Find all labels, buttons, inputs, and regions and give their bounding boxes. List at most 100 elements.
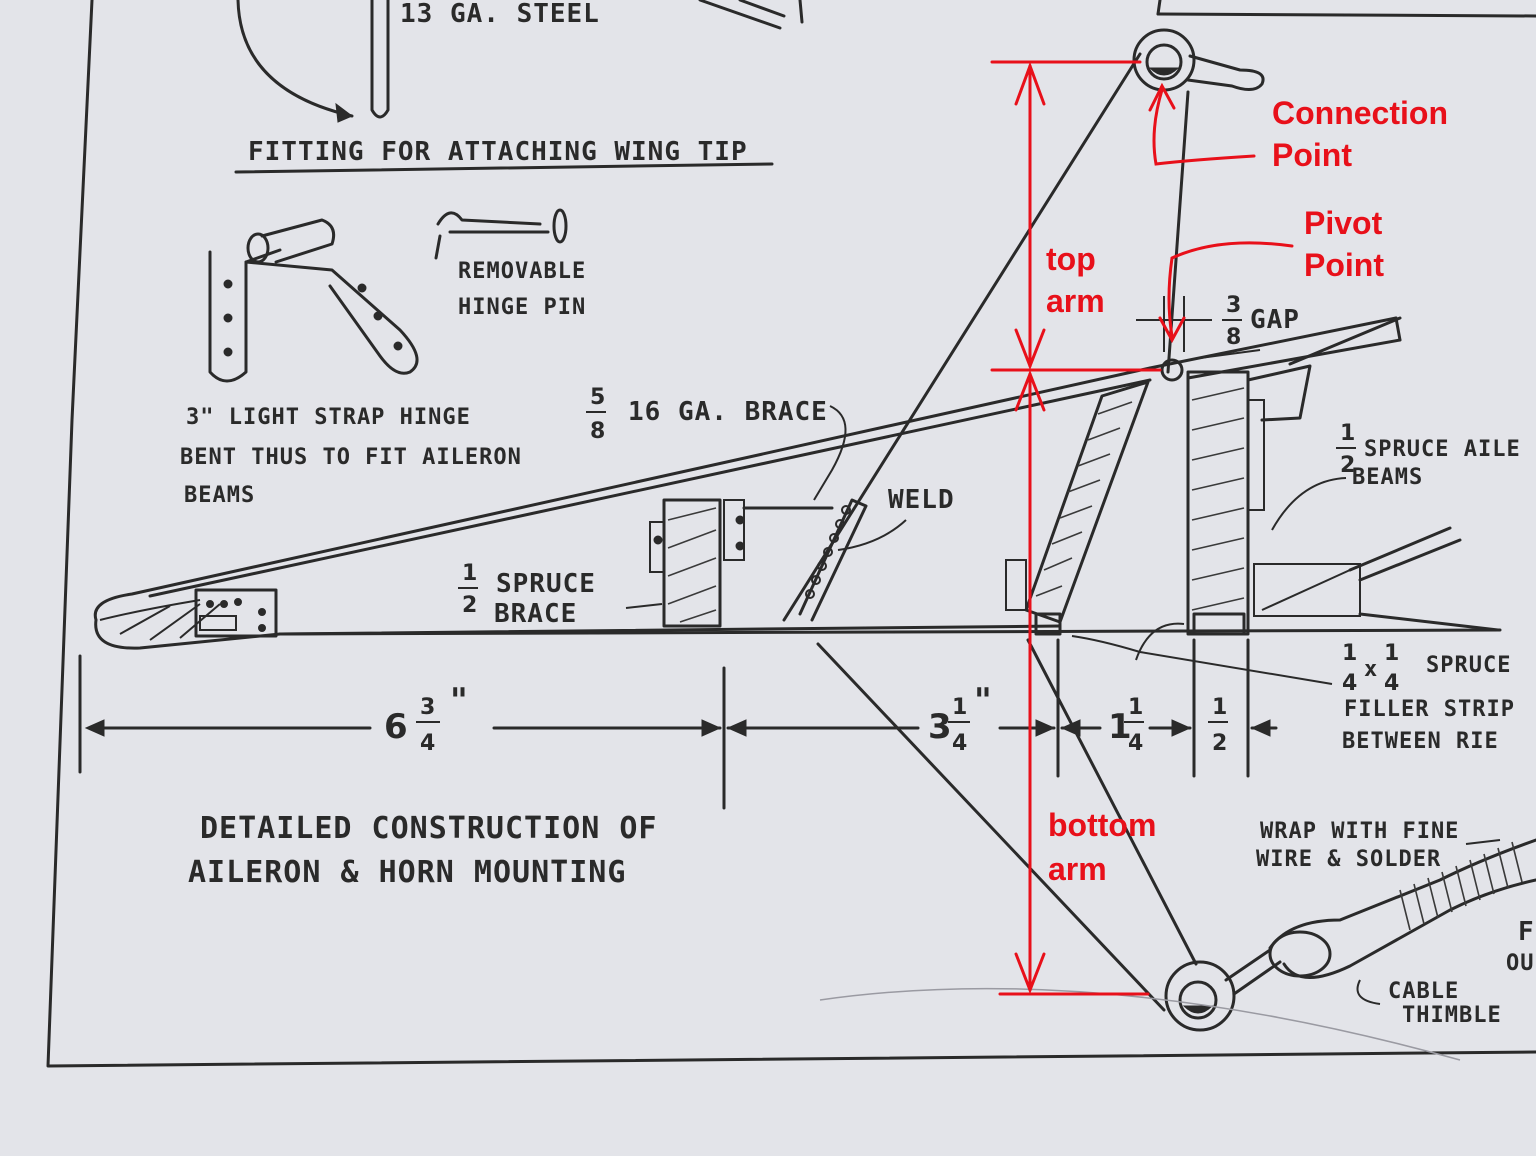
gap-marker bbox=[1199, 349, 1261, 359]
hinge-hole bbox=[357, 283, 367, 293]
brace-label: 16 GA. BRACE bbox=[628, 397, 828, 427]
red-annotations: Connection Point Pivot Point top arm bot… bbox=[990, 60, 1448, 996]
strap-hinge-line2: BENT THUS TO FIT AILERON bbox=[180, 445, 522, 470]
aileron-beam-rear-hatch bbox=[1191, 387, 1245, 611]
top-arm-label-2: arm bbox=[1046, 283, 1105, 319]
pivot-label-2: Point bbox=[1304, 247, 1384, 283]
beams-leader bbox=[1271, 477, 1347, 531]
dim-arrow bbox=[1171, 719, 1192, 737]
strap-hinge-sketch: 3" LIGHT STRAP HINGE BENT THUS TO FIT AI… bbox=[180, 218, 522, 508]
weld-label: WELD bbox=[888, 485, 955, 515]
beams-frac-den: 2 bbox=[1340, 453, 1355, 478]
spar-bottom bbox=[1186, 338, 1402, 380]
wrap-line1: WRAP WITH FINE bbox=[1260, 819, 1459, 844]
aileron-upper-skin bbox=[93, 366, 1152, 622]
wing-tip-underline bbox=[234, 162, 774, 174]
bottom-eye-inner bbox=[1178, 980, 1218, 1020]
dim-4-den: 2 bbox=[1212, 731, 1227, 756]
bend-arrowhead bbox=[335, 102, 353, 123]
bottom-arm-label-1: bottom bbox=[1048, 807, 1156, 843]
gap-frac-den: 8 bbox=[1226, 325, 1241, 350]
horn-bottom-bar-inner bbox=[1026, 638, 1198, 966]
thimble-loop bbox=[1268, 930, 1332, 978]
dimension-line: 6 3 4 " 3 1 4 " 1 1 4 1 2 bbox=[78, 638, 1278, 810]
drawing-frame bbox=[46, 0, 1536, 1068]
spar-cap bbox=[1288, 316, 1402, 366]
tip-rod-2 bbox=[738, 0, 786, 18]
horn-bottom-eye bbox=[1164, 948, 1282, 1032]
rivet bbox=[234, 598, 242, 606]
cable-wrap bbox=[1399, 841, 1523, 931]
dim-arrow bbox=[84, 719, 105, 737]
title-line2: AILERON & HORN MOUNTING bbox=[188, 855, 626, 890]
hinge-knuckle bbox=[246, 232, 270, 264]
spruce-beams-label: 1 2 SPRUCE AILE BEAMS bbox=[1271, 421, 1521, 531]
spruce-beams-line1: SPRUCE AILE bbox=[1364, 437, 1521, 462]
rivet bbox=[258, 624, 266, 632]
cable-leader bbox=[1356, 979, 1381, 1005]
spruce-brace-hatch bbox=[667, 507, 717, 623]
strap-hinge-line1: 3" LIGHT STRAP HINGE bbox=[186, 405, 471, 430]
spruce-beams-line2: BEAMS bbox=[1352, 465, 1423, 490]
spar-top bbox=[1148, 316, 1398, 370]
hinge-hole bbox=[223, 347, 233, 357]
spruce-brace-line1: SPRUCE bbox=[496, 569, 596, 599]
hinge-pin-line2: HINGE PIN bbox=[458, 295, 586, 320]
dim-3-num: 1 bbox=[1128, 695, 1143, 720]
trailing-edge-plate bbox=[194, 588, 278, 638]
bolt bbox=[735, 515, 745, 525]
pivot-label-1: Pivot bbox=[1304, 205, 1383, 241]
wing-tip-fitting: 13 GA. STEEL FITTING FOR ATTACHING WING … bbox=[234, 0, 804, 174]
dim-arrow bbox=[701, 719, 722, 737]
weld-leader bbox=[837, 519, 907, 551]
brace-frac-den: 8 bbox=[590, 419, 605, 444]
spruce-frac-den: 2 bbox=[462, 593, 477, 618]
spruce-frac-num: 1 bbox=[462, 561, 477, 586]
dim-arrow bbox=[1250, 719, 1271, 737]
connection-label-2: Point bbox=[1272, 137, 1352, 173]
hinge-pin-line1: REMOVABLE bbox=[458, 259, 586, 284]
aileron-beam-front-hatch bbox=[1035, 401, 1133, 597]
rivet bbox=[220, 600, 228, 608]
pin-end bbox=[552, 208, 568, 244]
drawing-title: DETAILED CONSTRUCTION OF AILERON & HORN … bbox=[188, 811, 656, 890]
dim-3-whole: 1 bbox=[1108, 707, 1132, 747]
spar-end bbox=[1394, 316, 1402, 342]
hinge-hole bbox=[393, 341, 403, 351]
bolt bbox=[653, 535, 663, 545]
rear-clip bbox=[1247, 399, 1265, 511]
dim-arrow bbox=[726, 719, 747, 737]
cable-line2: THIMBLE bbox=[1402, 1003, 1502, 1028]
dim-arrow bbox=[1035, 719, 1056, 737]
steel-label: 13 GA. STEEL bbox=[400, 0, 600, 29]
filler-frac-den-2: 4 bbox=[1384, 671, 1399, 696]
spruce-leader bbox=[625, 603, 663, 609]
connection-leader bbox=[1152, 88, 1256, 166]
aileron-upper-skin-inner bbox=[148, 378, 1152, 598]
filler-frac-den-1: 4 bbox=[1342, 671, 1357, 696]
edge-ou: OU bbox=[1506, 951, 1535, 976]
strap-hinge-line3: BEAMS bbox=[184, 483, 255, 508]
brace-clip bbox=[649, 521, 665, 573]
dim-1-den: 4 bbox=[420, 731, 435, 756]
frame-top-line bbox=[1156, 12, 1536, 18]
pin-head bbox=[436, 211, 542, 226]
bottom-arm-label-2: arm bbox=[1048, 851, 1107, 887]
hinge-hole bbox=[223, 313, 233, 323]
rivet bbox=[206, 600, 214, 608]
hinge-hole bbox=[223, 279, 233, 289]
top-eye-tab bbox=[1186, 54, 1265, 91]
rib-box bbox=[1253, 563, 1361, 617]
hinge-pin-sketch: REMOVABLE HINGE PIN bbox=[434, 208, 586, 320]
aileron-lower-line bbox=[278, 628, 1502, 636]
rib-rod-top bbox=[1348, 526, 1452, 572]
filler-line2: FILLER STRIP bbox=[1344, 697, 1515, 722]
bottom-arm-arrow-up bbox=[1014, 369, 1046, 412]
beams-frac-num: 1 bbox=[1340, 421, 1355, 446]
brace-leader bbox=[813, 405, 847, 501]
wrap-line2: WIRE & SOLDER bbox=[1256, 847, 1441, 872]
bend-arc bbox=[236, 0, 354, 118]
hinge-left-leaf bbox=[208, 248, 282, 383]
dim-4-num: 1 bbox=[1212, 695, 1227, 720]
